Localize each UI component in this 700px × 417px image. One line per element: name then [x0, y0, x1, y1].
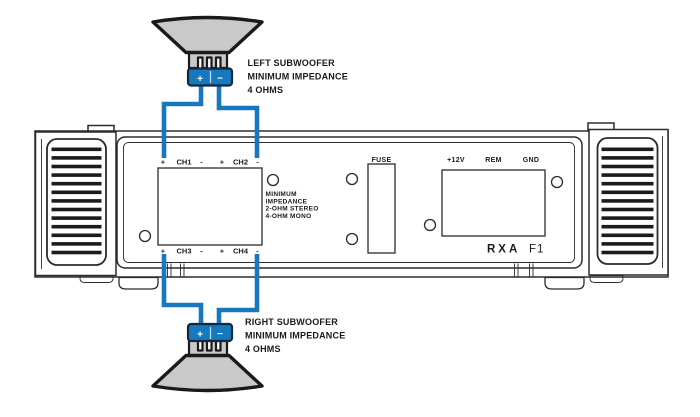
gnd-label: GND	[523, 157, 539, 164]
power-labels: +12V REM GND	[447, 157, 539, 164]
ch2-label: CH2	[233, 158, 248, 167]
ch4-plus-label: +	[220, 247, 225, 256]
impedance-note-line4: 4-OHM MONO	[266, 213, 312, 220]
screw	[550, 175, 564, 189]
ch3-label: CH3	[176, 247, 191, 256]
impedance-note-line2: IMPEDANCE	[266, 198, 308, 205]
plus12v-label: +12V	[447, 157, 465, 164]
ch4-label: CH4	[233, 247, 249, 256]
model-text: F1	[529, 244, 544, 256]
right-grille-slats	[601, 147, 654, 255]
right-cap-flange	[589, 275, 624, 283]
right-foot	[544, 276, 585, 290]
ch4-minus-label: -	[256, 247, 259, 256]
right-subwoofer-cone	[151, 353, 264, 393]
right-heatsink	[588, 128, 669, 276]
ch1-plus-label: +	[161, 158, 166, 167]
right-subwoofer: + − RIGHT SUBWOOFER MINIMUM IMPEDANCE 4 …	[151, 317, 345, 393]
plus-terminal-label: +	[197, 74, 203, 85]
speaker-terminal-panel	[157, 167, 263, 246]
right-sub-caption-line2: MINIMUM IMPEDANCE	[245, 331, 345, 341]
left-subwoofer-cone	[151, 15, 264, 55]
right-subwoofer-terminal-block: + −	[186, 322, 234, 343]
bottom-seam-ticks	[167, 263, 534, 277]
screw	[345, 232, 359, 246]
left-subwoofer-terminal-block: + −	[186, 67, 234, 87]
wire-right-sub-negative	[216, 254, 260, 327]
brand-logo: RXA F1	[487, 244, 544, 256]
left-subwoofer-caption: LEFT SUBWOOFER MINIMUM IMPEDANCE 4 OHMS	[248, 58, 348, 95]
rem-label: REM	[485, 157, 501, 164]
power-terminal-panel	[441, 169, 546, 237]
screw	[345, 172, 359, 186]
right-sub-caption-line3: 4 OHMS	[245, 344, 281, 354]
plus-terminal-label: +	[197, 329, 203, 340]
ch1-label: CH1	[176, 158, 191, 167]
amplifier-labels: + CH1 - + CH2 - + CH3 - + CH4 - MINIMUM …	[161, 157, 544, 256]
left-foot	[118, 276, 159, 290]
ch2-minus-label: -	[256, 158, 259, 167]
left-subwoofer: + − LEFT SUBWOOFER MINIMUM IMPEDANCE 4 O…	[151, 15, 348, 95]
left-sub-caption-line2: MINIMUM IMPEDANCE	[248, 72, 348, 82]
right-subwoofer-caption: RIGHT SUBWOOFER MINIMUM IMPEDANCE 4 OHMS	[245, 317, 345, 354]
fuse-slot	[367, 163, 396, 254]
left-cap-flange	[79, 275, 114, 283]
ch3-minus-label: -	[200, 247, 203, 256]
wire-left-sub-positive	[161, 85, 204, 158]
wire-left-sub-negative	[216, 85, 260, 158]
impedance-note-line3: 2-OHM STEREO	[266, 206, 319, 213]
ch1-minus-label: -	[200, 158, 203, 167]
impedance-note-line1: MINIMUM	[266, 191, 297, 198]
left-sub-caption-line3: 4 OHMS	[248, 85, 284, 95]
wire-right-sub-positive	[161, 254, 204, 327]
bottom-channel-row: + CH3 - + CH4 -	[161, 247, 259, 256]
top-channel-row: + CH1 - + CH2 -	[161, 158, 259, 167]
right-sub-caption-line1: RIGHT SUBWOOFER	[245, 317, 338, 327]
minus-terminal-label: −	[217, 329, 223, 340]
speaker-wires	[161, 85, 260, 327]
left-grille-slats	[51, 147, 102, 255]
left-heatsink	[34, 131, 117, 277]
ch2-plus-label: +	[220, 158, 225, 167]
ch3-plus-label: +	[161, 247, 166, 256]
screw	[423, 218, 437, 232]
left-sub-caption-line1: LEFT SUBWOOFER	[248, 58, 336, 68]
amplifier-chassis	[34, 122, 669, 290]
brand-text: RXA	[487, 244, 520, 256]
screw	[266, 173, 280, 187]
screw	[138, 229, 152, 243]
impedance-note: MINIMUM IMPEDANCE 2-OHM STEREO 4-OHM MON…	[266, 191, 319, 220]
face-plate-bevel	[123, 142, 575, 263]
fuse-label: FUSE	[372, 157, 392, 164]
minus-terminal-label: −	[217, 73, 223, 84]
